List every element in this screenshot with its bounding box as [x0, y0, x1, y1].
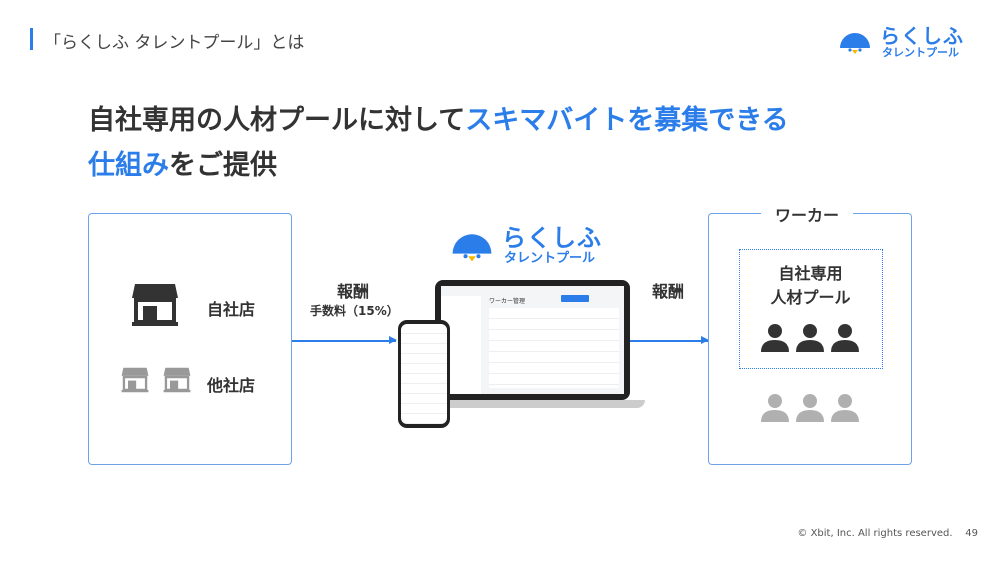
screen-title: ワーカー管理 — [489, 298, 526, 305]
laptop-screen: ワーカー管理 — [441, 286, 624, 394]
person-icon — [760, 322, 790, 352]
person-icon — [760, 392, 790, 422]
talent-pool-box: 自社専用 人材プール — [739, 249, 883, 369]
logo-brand: らくしふ — [880, 24, 964, 48]
center-logo-sub: タレントプール — [504, 251, 596, 266]
laptop-base — [420, 400, 645, 408]
pool-label-1: 自社専用 — [778, 264, 843, 283]
person-icon — [830, 322, 860, 352]
headline-line1: 自社専用の人材プールに対してスキマバイトを募集できる — [88, 105, 789, 136]
logo-sub: タレントプール — [882, 46, 959, 59]
header-title: 「らくしふ タレントプール」とは — [44, 33, 305, 53]
phone-screen — [401, 324, 447, 424]
page-number: 49 — [965, 528, 978, 539]
fee-label: 手数料（15%） — [310, 304, 399, 318]
own-store-label: 自社店 — [207, 300, 256, 319]
phone-mockup — [398, 320, 450, 428]
penguin-logo-icon — [840, 33, 870, 54]
person-icon — [795, 392, 825, 422]
arrow-left — [292, 337, 397, 343]
store-box: 自社店 他社店 — [88, 213, 292, 465]
other-store-icon — [121, 367, 149, 393]
person-icon — [795, 322, 825, 352]
logo: らくしふ タレントプール — [838, 20, 988, 60]
copyright: © Xbit, Inc. All rights reserved. — [797, 528, 953, 539]
center-logo-brand: らくしふ — [502, 224, 602, 252]
worker-title: ワーカー — [761, 202, 854, 226]
worker-table — [489, 308, 619, 388]
store-icon — [132, 284, 178, 326]
center-logo: らくしふ タレントプール — [450, 218, 610, 266]
other-store-label: 他社店 — [207, 376, 256, 395]
penguin-logo-icon — [452, 234, 492, 262]
pool-label-2: 人材プール — [770, 288, 851, 307]
screen-button — [561, 295, 589, 302]
arrow-right — [612, 337, 709, 343]
laptop-mockup: ワーカー管理 — [435, 280, 630, 400]
reward-label-left: 報酬 — [337, 282, 370, 301]
reward-label-right: 報酬 — [652, 282, 685, 301]
worker-box: ワーカー 自社専用 人材プール — [708, 202, 912, 465]
headline-line2: 仕組みをご提供 — [88, 150, 277, 181]
person-icon — [830, 392, 860, 422]
header-accent-bar — [30, 28, 33, 50]
other-store-icon — [163, 367, 191, 393]
footer: © Xbit, Inc. All rights reserved. 49 — [797, 528, 978, 539]
